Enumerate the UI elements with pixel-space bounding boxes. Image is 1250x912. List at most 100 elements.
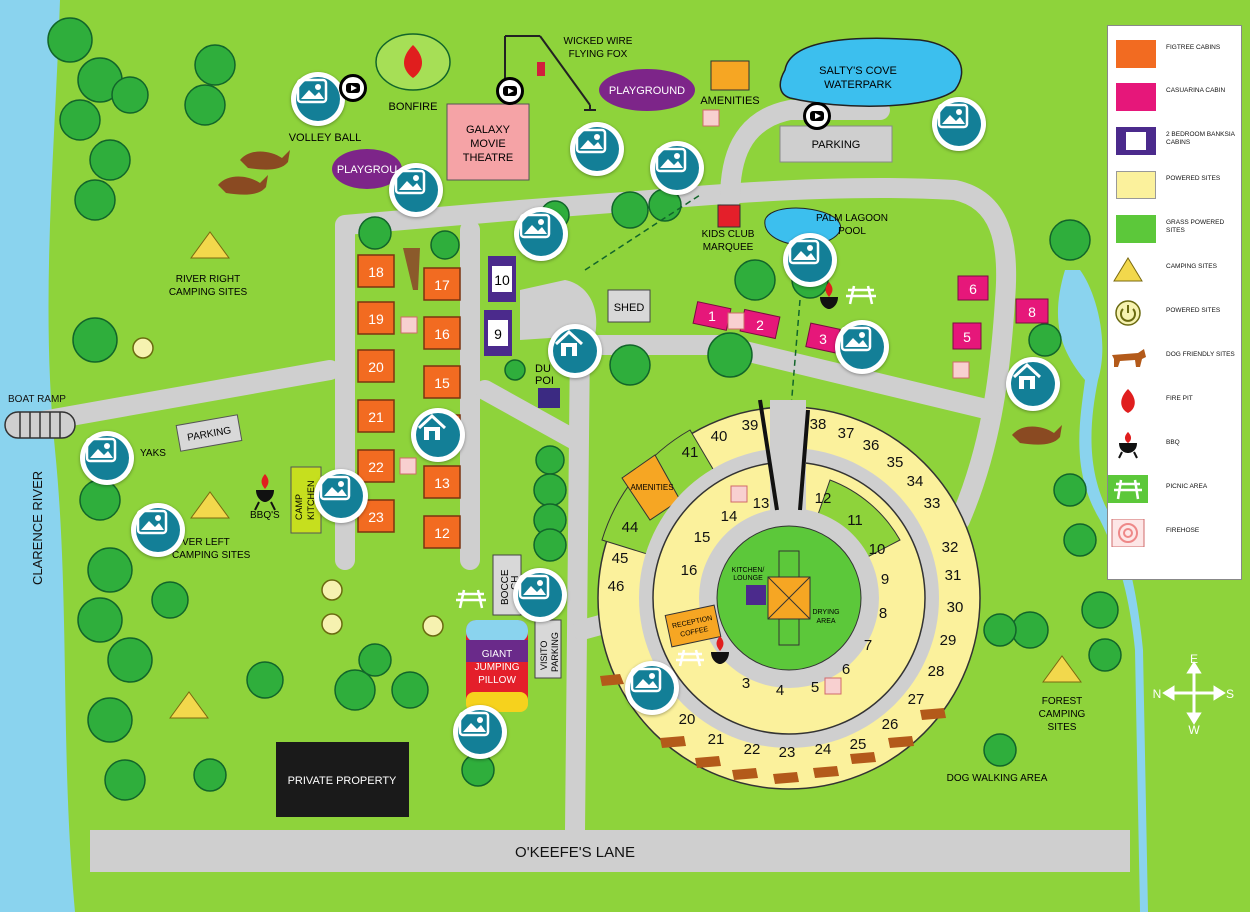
legend-item: POWERED SITES xyxy=(1108,167,1241,207)
dump-point-icon xyxy=(538,388,560,408)
flying-fox-label: FLYING FOX xyxy=(569,49,628,60)
parking-top xyxy=(779,125,893,163)
photo-hotspot-button[interactable] xyxy=(570,122,624,176)
video-play-button[interactable] xyxy=(339,74,367,102)
photo-hotspot-button[interactable] xyxy=(131,503,185,557)
site-number: 5 xyxy=(811,679,819,696)
amenities-block xyxy=(710,60,750,91)
reception xyxy=(664,604,722,648)
image-icon xyxy=(518,574,550,600)
figtree-cabin: 13 xyxy=(434,475,450,491)
site-number: 6 xyxy=(842,661,850,678)
playground-1-label: PLAYGROUND xyxy=(609,85,685,97)
photo-hotspot-button[interactable] xyxy=(835,320,889,374)
figtree-cabin: 21 xyxy=(368,409,384,425)
volleyball-label: VOLLEY BALL xyxy=(289,132,362,144)
site-number: 34 xyxy=(907,473,924,490)
photo-hotspot-button[interactable] xyxy=(932,97,986,151)
legend-label: FIGTREE CABINS xyxy=(1166,44,1221,51)
kitchen-lounge-label: LOUNGE xyxy=(733,575,763,582)
walking-path xyxy=(584,194,701,271)
photo-hotspot-button[interactable] xyxy=(314,469,368,523)
cabin-hotspot-button[interactable] xyxy=(411,408,465,462)
drying-area-label: AREA xyxy=(816,618,835,625)
dog-icons xyxy=(600,674,946,784)
legend-label: CAMPING SITES xyxy=(1166,263,1217,270)
picnic-icon xyxy=(676,285,876,667)
site-number: 21 xyxy=(708,731,725,748)
photo-hotspot-button[interactable] xyxy=(389,163,443,217)
site-number: 24 xyxy=(815,741,832,758)
image-icon xyxy=(630,667,662,693)
banksia-cabin-number: 9 xyxy=(494,326,502,342)
photo-hotspot-button[interactable] xyxy=(783,233,837,287)
pink-swatch-icon xyxy=(1116,83,1156,111)
figtree-cabin: 18 xyxy=(368,264,384,280)
flying-fox-rider xyxy=(537,62,545,76)
forest-camping-label: FOREST xyxy=(1042,696,1083,707)
photo-hotspot-button[interactable] xyxy=(514,207,568,261)
casuarina-cabin: 2 xyxy=(756,317,764,333)
okeefes-lane-label: O'KEEFE'S LANE xyxy=(515,844,635,861)
figtree-cabin-blocks xyxy=(357,254,461,549)
photo-hotspot-button[interactable] xyxy=(625,661,679,715)
playground-1 xyxy=(599,69,695,111)
video-play-button[interactable] xyxy=(803,102,831,130)
photo-hotspot-button[interactable] xyxy=(453,705,507,759)
fire-icon xyxy=(403,45,423,78)
photo-hotspot-button[interactable] xyxy=(513,568,567,622)
river-label: CLARENCE RIVER xyxy=(30,471,45,585)
site-number: 36 xyxy=(863,437,880,454)
legend-item: FIGTREE CABINS xyxy=(1108,36,1241,76)
palm-lagoon-label: POOL xyxy=(838,226,866,237)
orange-swatch-icon xyxy=(1116,40,1156,68)
compass-e: E xyxy=(1190,652,1198,666)
kitchen-lounge-label: KITCHEN/ xyxy=(732,567,765,574)
galaxy-label: THEATRE xyxy=(463,152,514,164)
parking-top-label: PARKING xyxy=(812,139,861,151)
bbq-icon xyxy=(1118,432,1138,459)
palm-lagoon-label: PALM LAGOON xyxy=(816,213,888,224)
site-number: 7 xyxy=(864,637,872,654)
amenities-ring-label: AMENITIES xyxy=(630,483,673,492)
site-number: 8 xyxy=(879,605,887,622)
compass xyxy=(1162,661,1226,725)
video-play-button[interactable] xyxy=(496,77,524,105)
legend-item: DOG FRIENDLY SITES xyxy=(1108,343,1241,383)
photo-hotspot-button[interactable] xyxy=(650,141,704,195)
site-number: 27 xyxy=(908,691,925,708)
site-number: 28 xyxy=(928,663,945,680)
legend-item: POWERED SITES xyxy=(1108,299,1241,339)
site-number: 10 xyxy=(869,541,886,558)
site-number: 37 xyxy=(838,425,855,442)
legend-label: CASUARINA CABIN xyxy=(1166,87,1226,94)
legend-label: 2 BEDROOM BANKSIA CABINS xyxy=(1166,131,1235,146)
cabin-hotspot-button[interactable] xyxy=(1006,357,1060,411)
casuarina-cabin: 6 xyxy=(969,281,977,297)
house-icon xyxy=(1012,362,1042,389)
private-property-label: PRIVATE PROPERTY xyxy=(288,775,397,787)
legend-item: FIRE PIT xyxy=(1108,387,1241,427)
site-number: 25 xyxy=(850,736,867,753)
legend-label: POWERED SITES xyxy=(1166,175,1221,182)
compass-n: N xyxy=(1153,687,1162,701)
picnic-icon xyxy=(456,589,486,609)
legend-item: 2 BEDROOM BANKSIA CABINS xyxy=(1108,123,1241,163)
image-icon xyxy=(788,239,820,265)
jumping-pillow-label: PILLOW xyxy=(478,675,516,686)
visitor-parking xyxy=(534,619,562,679)
dump-point-label: DU xyxy=(535,363,551,375)
flying-fox xyxy=(504,35,596,111)
visitor-parking-label: VISITO xyxy=(539,641,549,670)
waterpark-label: WATERPARK xyxy=(824,79,892,91)
green-swatch-icon xyxy=(1116,215,1156,243)
cabin-hotspot-button[interactable] xyxy=(548,324,602,378)
site-number: 45 xyxy=(612,550,629,567)
photo-hotspot-button[interactable] xyxy=(80,431,134,485)
site-number: 16 xyxy=(681,562,698,579)
kids-club-label: KIDS CLUB xyxy=(702,229,755,240)
river-right-label: CAMPING SITES xyxy=(169,287,248,298)
banksia-cabin-number: 10 xyxy=(494,272,510,288)
photo-hotspot-button[interactable] xyxy=(291,72,345,126)
legend-item: BBQ xyxy=(1108,431,1241,471)
